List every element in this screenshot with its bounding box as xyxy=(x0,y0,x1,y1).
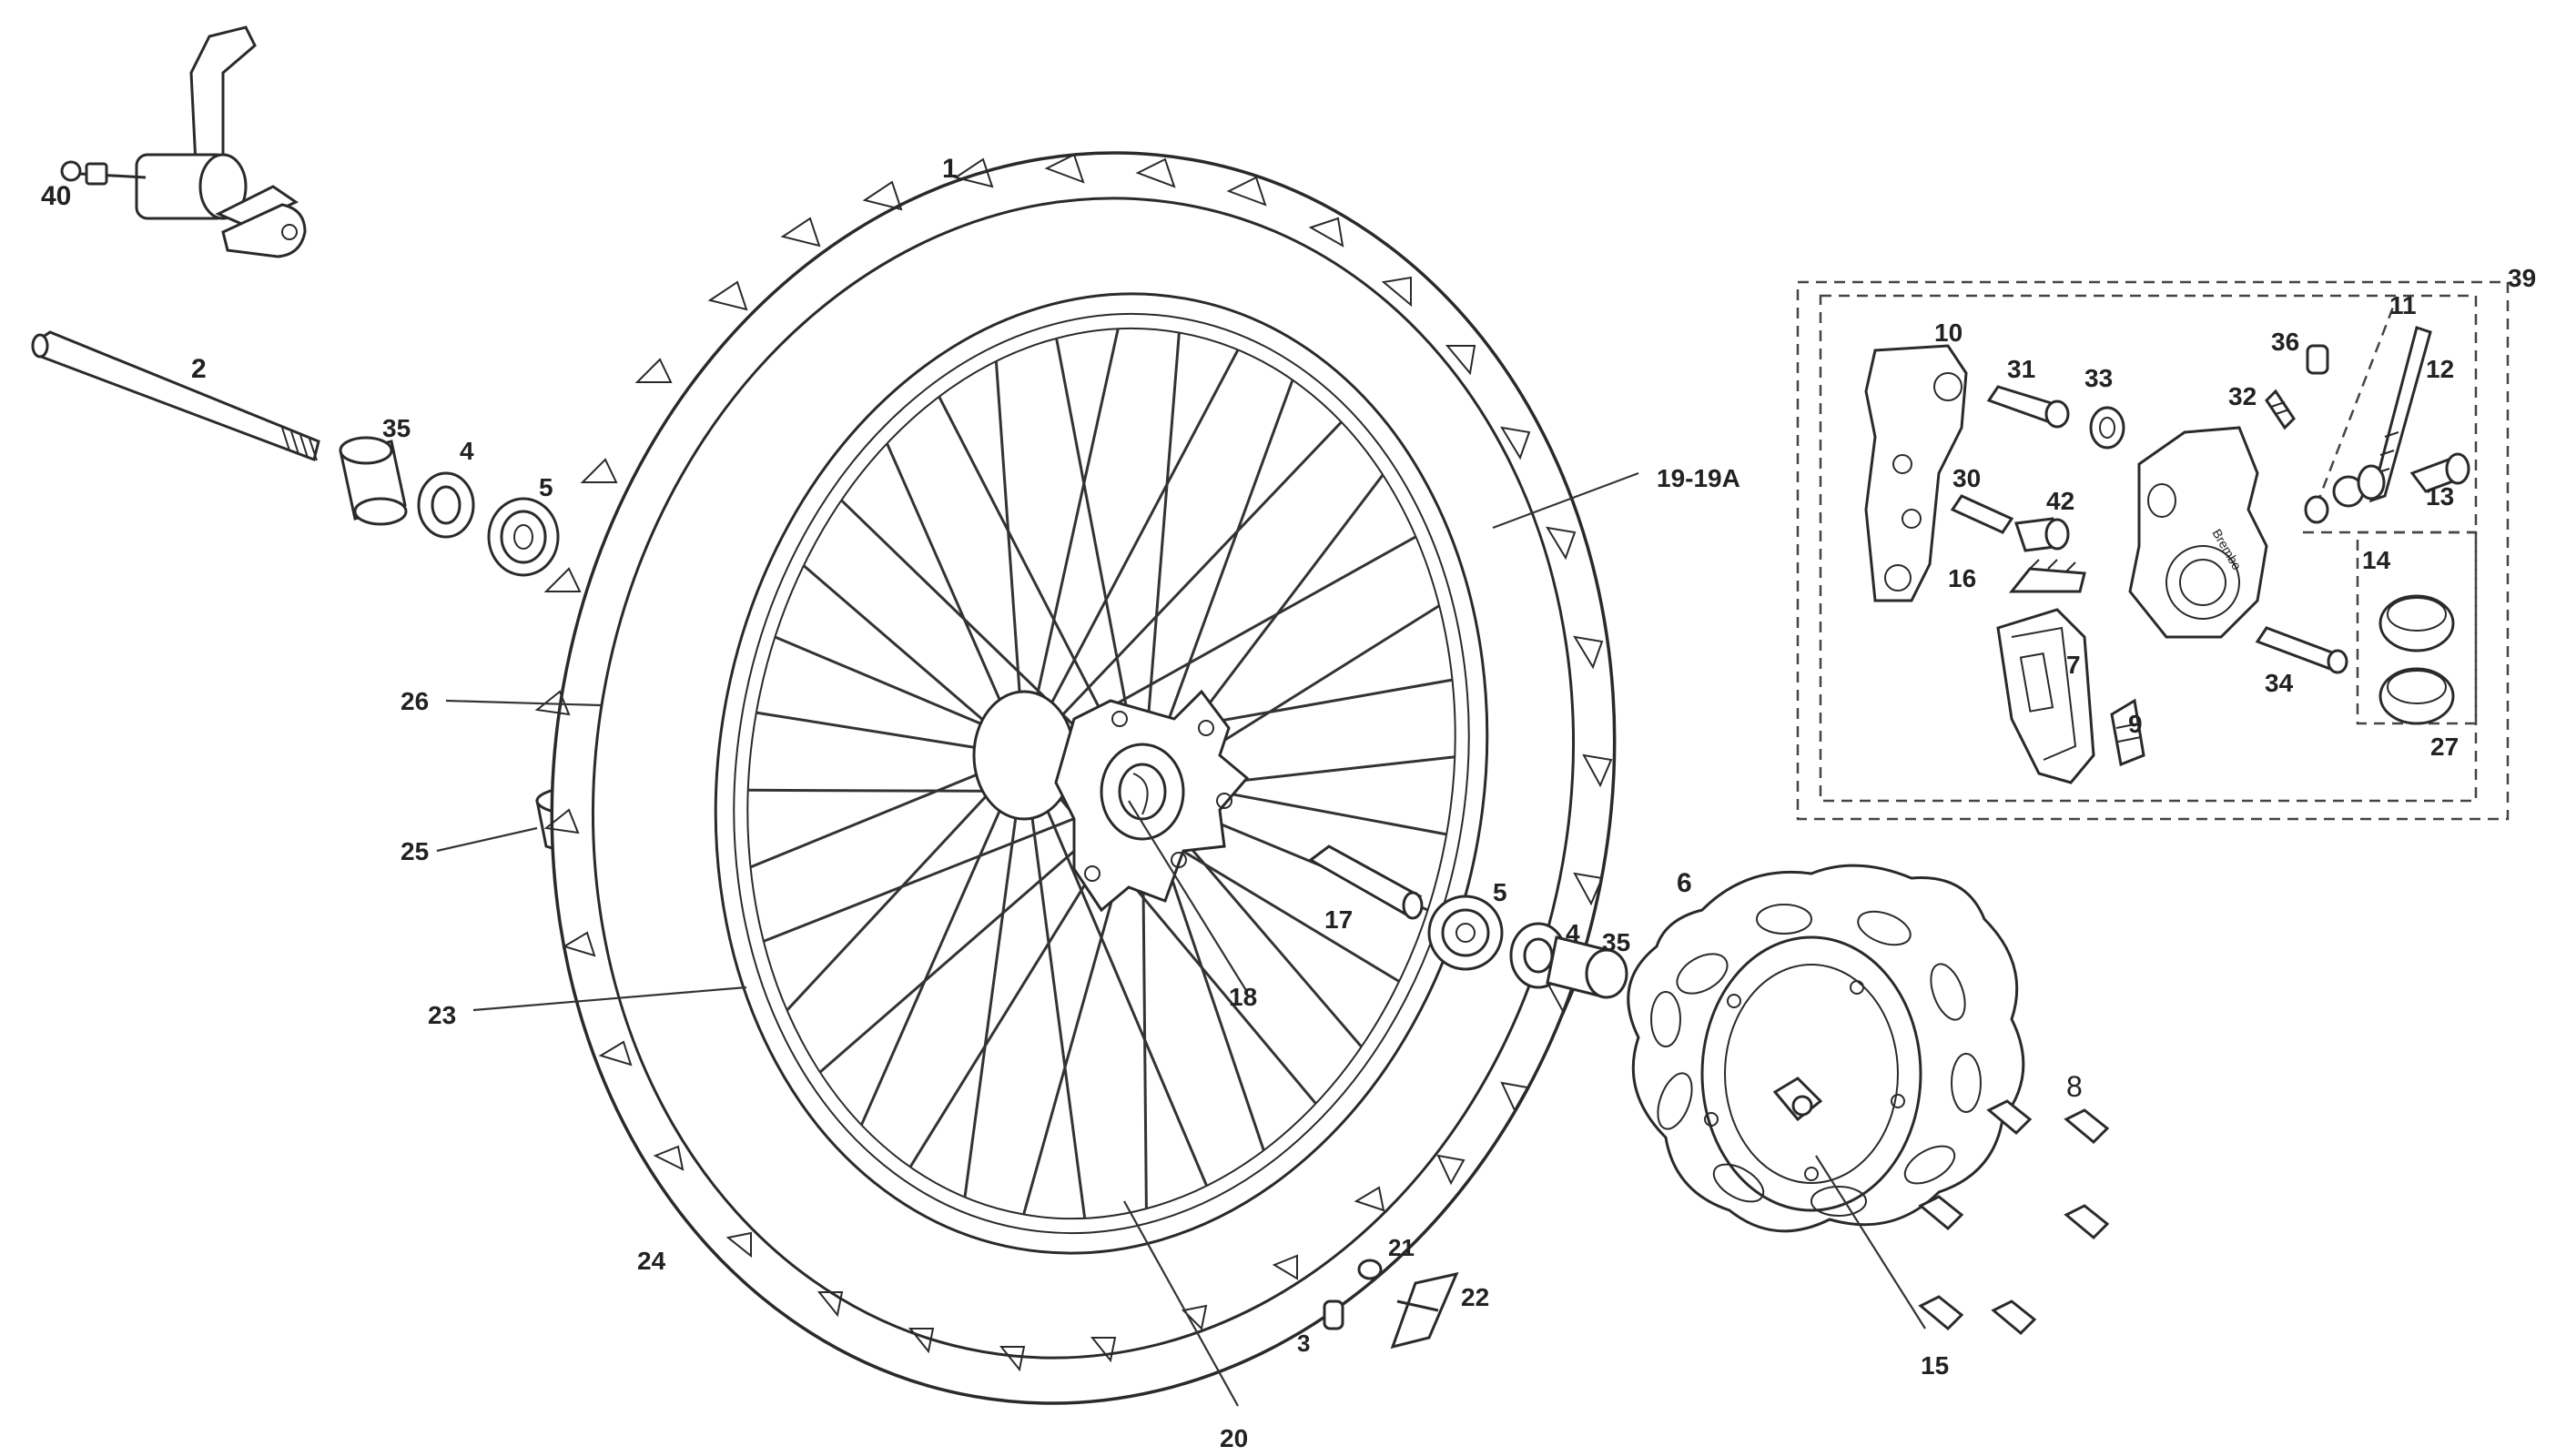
part-7-brake-pads xyxy=(1996,608,2095,784)
label-27: 27 xyxy=(2430,733,2459,761)
label-7: 7 xyxy=(2066,651,2081,679)
label-11: 11 xyxy=(2389,291,2417,319)
part-40-axle-clamp xyxy=(60,25,307,258)
label-8: 8 xyxy=(2066,1070,2083,1103)
label-34: 34 xyxy=(2265,669,2294,697)
label-16: 16 xyxy=(1948,564,1976,592)
label-18: 18 xyxy=(1229,983,1257,1011)
callout-labels: 1 2 3 4 4 5 5 6 7 8 9 10 11 12 13 14 15 … xyxy=(41,154,2536,1452)
part-6-brake-disc xyxy=(1627,864,2025,1233)
label-12: 12 xyxy=(2426,355,2454,383)
spoke xyxy=(786,753,1026,1012)
leader-18 xyxy=(1128,800,1248,993)
part-22-valve xyxy=(1390,1271,1459,1350)
label-24: 24 xyxy=(637,1247,666,1275)
part-17-spacer xyxy=(1308,844,1424,920)
leader-25 xyxy=(436,826,538,853)
label-4-left: 4 xyxy=(460,437,474,465)
label-14: 14 xyxy=(2362,546,2391,574)
part-5-bearing-right xyxy=(1427,895,1504,971)
leader-19 xyxy=(1492,471,1639,530)
spoke xyxy=(1022,328,1120,756)
caliper-body: Brembo xyxy=(2128,426,2268,639)
label-3: 3 xyxy=(1297,1330,1310,1357)
label-4-right: 4 xyxy=(1566,919,1580,947)
label-5-right: 5 xyxy=(1493,878,1507,906)
part-34-bolt xyxy=(2255,626,2348,674)
part-32-bleeder xyxy=(2265,389,2296,430)
label-5-left: 5 xyxy=(539,473,553,501)
part-33-boot xyxy=(2089,406,2125,450)
leader-23 xyxy=(472,986,747,1012)
label-26: 26 xyxy=(401,687,429,715)
label-9: 9 xyxy=(2128,710,2143,738)
part-13-bolt xyxy=(2409,452,2470,493)
spoke xyxy=(1022,420,1343,757)
label-20: 20 xyxy=(1220,1424,1248,1452)
leader-20 xyxy=(1123,1200,1239,1407)
label-36: 36 xyxy=(2271,328,2299,356)
spoke xyxy=(1022,754,1087,1218)
part-31-pin xyxy=(1986,385,2070,429)
label-35-left: 35 xyxy=(382,414,411,442)
part-12-brake-line xyxy=(2368,326,2432,503)
label-6: 6 xyxy=(1677,868,1692,898)
label-35-right: 35 xyxy=(1602,928,1630,956)
spoke xyxy=(1022,349,1240,756)
part-35-spacer-left xyxy=(339,436,408,526)
leader-lines xyxy=(436,471,1926,1407)
part-16-pad-spring xyxy=(2008,559,2086,593)
part-8-disc-bolts xyxy=(1918,1099,2110,1336)
spoke xyxy=(860,754,1026,1126)
leader-15 xyxy=(1815,1155,1926,1330)
part-21-valve-nut xyxy=(1357,1259,1383,1280)
spoke xyxy=(994,360,1026,756)
leader-26 xyxy=(445,699,602,707)
part-4-seal-left xyxy=(417,471,475,539)
part-42-bush xyxy=(2013,517,2070,552)
label-19-19a: 19-19A xyxy=(1657,464,1740,492)
part-27-pistons xyxy=(2378,594,2455,725)
label-1: 1 xyxy=(942,154,958,184)
label-22: 22 xyxy=(1461,1283,1489,1311)
part-36-cap xyxy=(2306,344,2329,375)
label-10: 10 xyxy=(1934,318,1963,347)
label-42: 42 xyxy=(2046,487,2074,515)
label-21: 21 xyxy=(1388,1234,1415,1261)
label-25: 25 xyxy=(401,837,429,865)
label-39: 39 xyxy=(2508,264,2536,292)
part-10-caliper-bracket xyxy=(1864,344,1968,602)
part-5-bearing-left xyxy=(487,497,560,577)
part-30-pin xyxy=(1950,494,2014,534)
spoke xyxy=(963,754,1026,1198)
label-31: 31 xyxy=(2007,355,2035,383)
label-33: 33 xyxy=(2084,364,2113,392)
part-2-axle xyxy=(31,330,320,461)
part-9-pad-clip xyxy=(2110,698,2145,767)
label-2: 2 xyxy=(191,354,207,384)
part-35-spacer-right xyxy=(1546,935,1628,999)
label-15: 15 xyxy=(1921,1351,1949,1380)
part-14-washer xyxy=(2304,464,2386,524)
label-30: 30 xyxy=(1952,464,1981,492)
label-13: 13 xyxy=(2426,482,2454,511)
label-23: 23 xyxy=(428,1001,456,1029)
label-17: 17 xyxy=(1324,905,1353,934)
label-40: 40 xyxy=(41,181,71,211)
label-32: 32 xyxy=(2228,382,2257,410)
part-3-valve-cap xyxy=(1323,1299,1344,1330)
